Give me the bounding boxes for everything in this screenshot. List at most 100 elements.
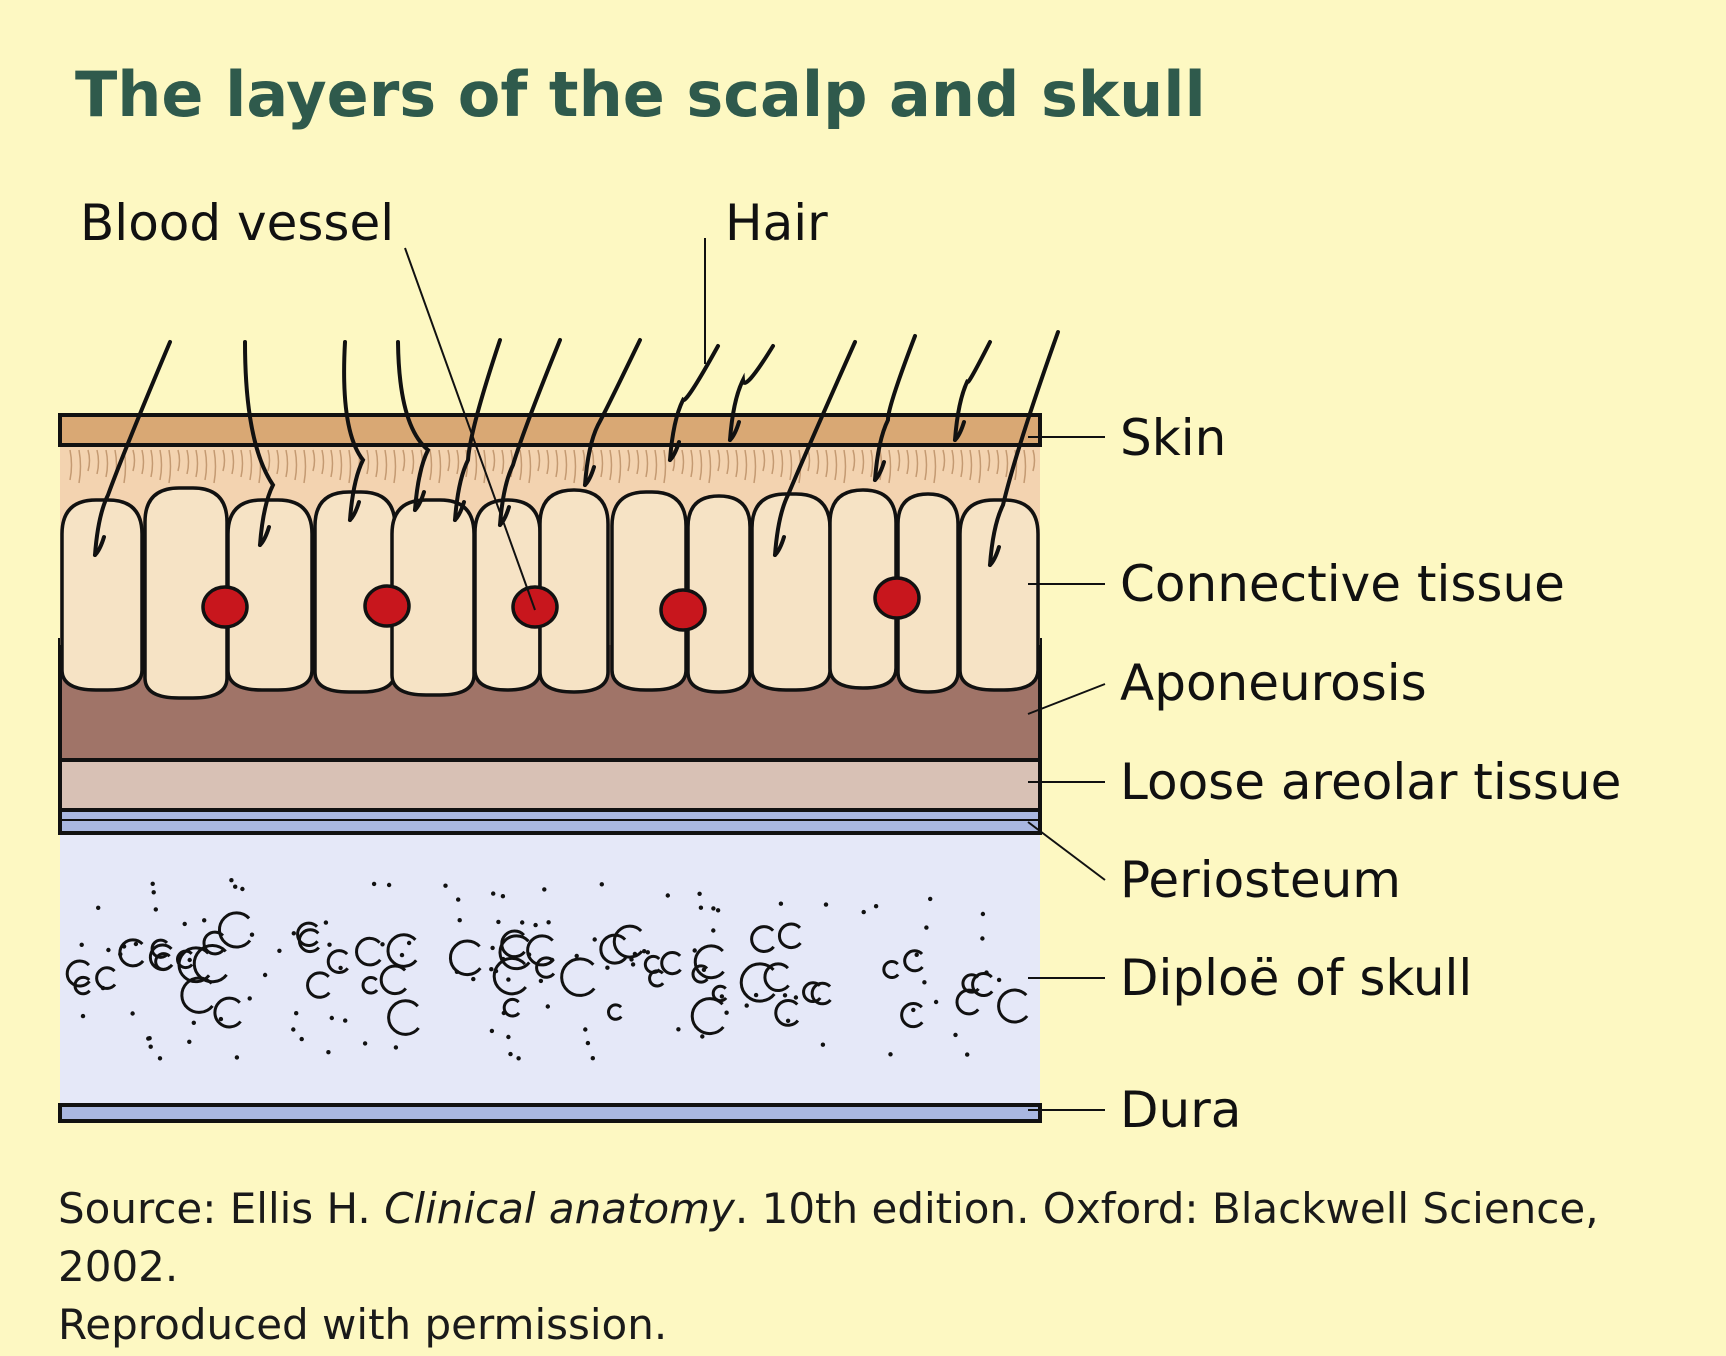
hair-bulb	[498, 505, 511, 527]
connective-lobule	[896, 492, 960, 694]
hair-strand	[953, 340, 992, 442]
diploe-dot	[533, 922, 538, 928]
dermis-fibre	[69, 449, 73, 481]
skull-band	[60, 833, 1040, 1105]
diploe-dot	[888, 1052, 893, 1057]
dura-band	[58, 1103, 1042, 1123]
diploe-dot	[96, 905, 101, 910]
dermis-fibre	[438, 449, 442, 484]
diploe-dot	[157, 1056, 163, 1061]
diploe-dot	[151, 890, 156, 895]
dermis-fibre	[654, 449, 658, 481]
diploe-dot	[823, 902, 829, 907]
diploe-dot	[249, 932, 255, 937]
connective-lobule	[750, 492, 832, 692]
hair-bulb	[413, 490, 426, 512]
diploe-space	[690, 997, 725, 1036]
dermis-fibre	[276, 449, 280, 475]
dermis-fibre	[492, 449, 496, 472]
dermis-fibre	[213, 449, 217, 484]
diploe-dot	[233, 884, 238, 889]
dermis-fibre	[852, 449, 856, 472]
dermis-fibre	[222, 449, 226, 472]
dermis-fibre	[582, 449, 586, 472]
hair-strand	[728, 344, 775, 442]
diploe-dot	[711, 928, 716, 933]
dermis-fibre	[384, 449, 388, 481]
diploe-space	[361, 975, 379, 995]
dermis-fibre	[861, 449, 865, 475]
hair-bulb	[583, 465, 596, 487]
diploe-space	[903, 949, 924, 973]
dermis-fibre	[690, 449, 694, 478]
diploe-dot	[229, 878, 234, 883]
dermis-fibre	[366, 449, 370, 475]
dermis-fibre	[339, 449, 343, 481]
diploe-dot	[665, 893, 670, 898]
dermis-fibre	[735, 449, 739, 478]
diploe-dot	[153, 907, 158, 912]
diploe-dot	[753, 992, 759, 998]
dermis-fibre	[312, 449, 316, 472]
diploe-dot	[490, 945, 495, 951]
dermis-fibre	[762, 449, 766, 472]
diploe-dot	[247, 996, 252, 1001]
diploe-dot	[393, 1045, 399, 1050]
diploe-dot	[294, 1011, 299, 1016]
diploe-space	[154, 952, 172, 972]
diploe-space	[118, 938, 145, 968]
diploe-space	[202, 930, 225, 956]
diploe-space	[997, 988, 1029, 1024]
diploe-dot	[326, 1050, 331, 1055]
label-connective-tissue: Connective tissue	[1120, 555, 1565, 613]
dermis-fibre	[150, 449, 154, 478]
blood-vessel	[363, 584, 411, 628]
diploe-dot	[386, 882, 392, 888]
dermis-fibre	[303, 449, 307, 484]
diploe-space	[648, 969, 665, 988]
dermis-fibre	[897, 449, 901, 472]
hair-bulb	[258, 525, 271, 547]
diploe-dot	[778, 901, 784, 906]
dermis-fibre	[240, 449, 244, 478]
dermis-fibre	[168, 449, 172, 484]
diploe-dot	[371, 881, 377, 887]
diploe-dot	[924, 925, 929, 930]
dermis-fibre	[1032, 449, 1036, 472]
connective-lobules	[60, 486, 1040, 700]
diploe-dot	[980, 911, 986, 917]
diploe-dot	[277, 948, 282, 953]
hair-strand	[93, 340, 172, 557]
hair-bulb	[728, 420, 741, 442]
diploe-space	[176, 949, 194, 970]
diploe-dot	[590, 1056, 595, 1061]
dermis-fibre	[411, 449, 415, 475]
diploe-space	[900, 1001, 924, 1029]
diploe-dot	[506, 1034, 511, 1040]
diploe-dot	[516, 1056, 521, 1061]
diploe-dot	[338, 965, 343, 971]
dermis-fibre	[105, 449, 109, 478]
diploe-space	[535, 956, 556, 979]
diploe-dot	[106, 947, 111, 953]
label-hair: Hair	[725, 194, 828, 252]
diploe-dot	[793, 995, 799, 1000]
connective-lobule	[828, 488, 898, 690]
dermis-fibre	[348, 449, 352, 484]
hair-bulb	[873, 460, 886, 482]
hair-bulb	[453, 500, 466, 522]
label-aponeurosis: Aponeurosis	[1120, 654, 1427, 712]
diploe-dot	[861, 909, 866, 915]
diploe-dot	[980, 936, 985, 941]
diploe-space	[387, 999, 420, 1036]
caption-line2: Reproduced with permission.	[58, 1300, 668, 1349]
diploe-dot	[698, 905, 704, 910]
dermis-fibre	[627, 449, 631, 472]
blood-vessels	[201, 576, 921, 632]
diploe-dot	[545, 1004, 550, 1009]
diploe-space	[526, 934, 555, 967]
diploe-space	[599, 933, 627, 965]
diploe-space	[502, 997, 521, 1018]
diploe-dot	[443, 883, 448, 888]
